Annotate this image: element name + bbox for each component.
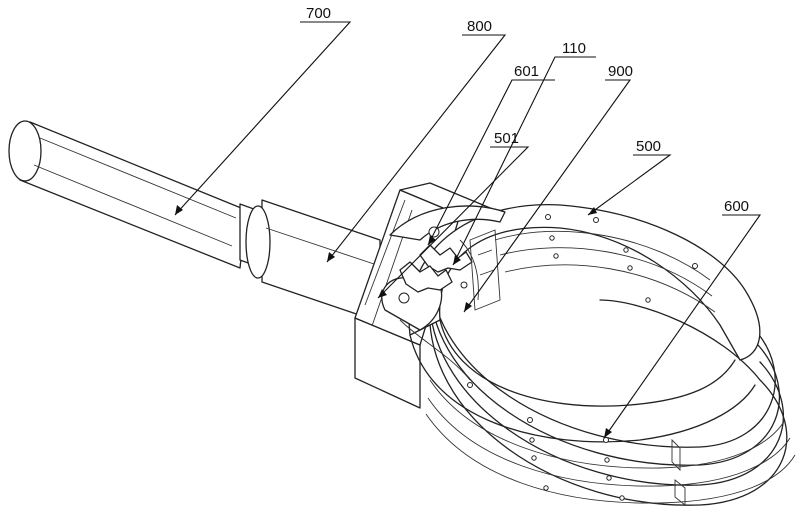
label-700: 700 [306,5,331,22]
label-601: 601 [514,63,539,80]
label-500: 500 [636,138,661,155]
leader-lines [174,21,762,439]
label-900: 900 [608,63,633,80]
label-600: 600 [724,198,749,215]
label-501: 501 [494,130,519,147]
label-110: 110 [562,40,586,57]
label-800: 800 [467,18,492,35]
rod-700 [8,120,247,269]
reference-labels: 700 800 601 110 900 501 500 600 [306,5,749,215]
sleeve-800 [239,199,381,323]
ring-stack [408,204,796,506]
gear-jaws [381,205,506,381]
